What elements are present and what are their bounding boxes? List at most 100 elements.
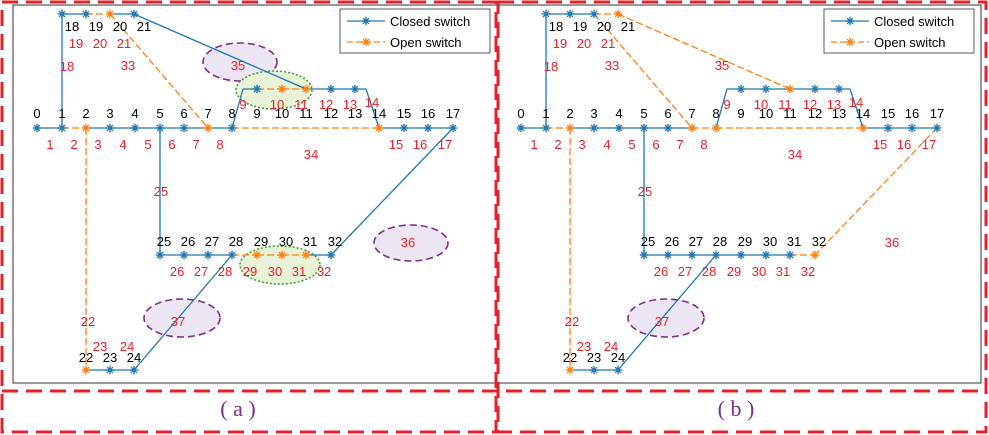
switch-marker-node-0: [516, 123, 526, 133]
branch-label-24: 24: [604, 339, 618, 354]
node-label-21: 21: [137, 19, 151, 34]
node-label-14: 14: [372, 106, 386, 121]
switch-marker-node-20: [589, 9, 599, 19]
branch-label-18: 18: [544, 59, 558, 74]
node-label-16: 16: [905, 106, 919, 121]
branch-label-36: 36: [401, 235, 415, 250]
switch-marker-node-2: [81, 123, 91, 133]
branch-label-12: 12: [319, 97, 333, 112]
switch-marker-node-21: [129, 9, 139, 19]
legend-open-label: Open switch: [874, 35, 946, 50]
branch-label-13: 13: [827, 97, 841, 112]
branch-label-27: 27: [678, 264, 692, 279]
node-label-32: 32: [328, 234, 342, 249]
node-label-25: 25: [157, 234, 171, 249]
branch-label-35: 35: [715, 58, 729, 73]
switch-marker-node-12: [810, 84, 820, 94]
caption-a: ( a ): [220, 396, 255, 421]
branch-37: [133, 254, 233, 371]
branch-label-34: 34: [304, 147, 318, 162]
branch-label-1: 1: [46, 137, 53, 152]
switch-marker-node-24: [613, 365, 623, 375]
node-label-9: 9: [737, 106, 744, 121]
legend-closed-marker: [845, 16, 855, 26]
switch-marker-node-13: [834, 84, 844, 94]
ellipse-37: [143, 298, 221, 338]
branch-label-25: 25: [638, 184, 652, 199]
branch-label-4: 4: [119, 137, 126, 152]
node-label-4: 4: [131, 106, 138, 121]
branch-label-16: 16: [413, 137, 427, 152]
branch-label-2: 2: [70, 137, 77, 152]
switch-marker-node-29: [252, 250, 262, 260]
branch-label-14: 14: [365, 95, 379, 110]
switch-marker-node-32: [326, 250, 336, 260]
node-label-7: 7: [204, 106, 211, 121]
switch-marker-node-10: [761, 84, 771, 94]
branch-label-23: 23: [577, 339, 591, 354]
branch-label-30: 30: [752, 264, 766, 279]
switch-marker-node-6: [179, 123, 189, 133]
branch-9: [231, 88, 257, 129]
switch-markers: [32, 9, 458, 375]
node-label-19: 19: [89, 19, 103, 34]
node-label-13: 13: [832, 106, 846, 121]
node-label-26: 26: [665, 234, 679, 249]
node-label-27: 27: [205, 234, 219, 249]
switch-marker-node-31: [785, 250, 795, 260]
branch-label-9: 9: [239, 97, 246, 112]
branch-label-31: 31: [292, 264, 306, 279]
switch-marker-node-20: [105, 9, 115, 19]
branch-label-33: 33: [605, 58, 619, 73]
branch-33: [593, 13, 693, 129]
switch-marker-node-5: [155, 123, 165, 133]
node-label-23: 23: [587, 350, 601, 365]
switch-marker-node-3: [589, 123, 599, 133]
branch-label-22: 22: [565, 314, 579, 329]
node-label-28: 28: [229, 234, 243, 249]
node-label-13: 13: [348, 106, 362, 121]
branch-label-33: 33: [121, 58, 135, 73]
switch-marker-node-30: [761, 250, 771, 260]
branch-label-2: 2: [554, 137, 561, 152]
branch-label-17: 17: [922, 137, 936, 152]
switch-marker-node-2: [565, 123, 575, 133]
node-label-24: 24: [611, 350, 625, 365]
branch-label-11: 11: [778, 97, 792, 112]
switch-marker-node-28: [711, 250, 721, 260]
switch-marker-node-28: [227, 250, 237, 260]
node-label-24: 24: [127, 350, 141, 365]
branch-label-14: 14: [849, 95, 863, 110]
node-label-21: 21: [621, 19, 635, 34]
node-label-10: 10: [759, 106, 773, 121]
branch-label-35: 35: [231, 58, 245, 73]
node-label-3: 3: [590, 106, 597, 121]
branch-label-31: 31: [776, 264, 790, 279]
branch-label-17: 17: [438, 137, 452, 152]
switch-marker-node-15: [883, 123, 893, 133]
switch-marker-node-31: [301, 250, 311, 260]
branch-33: [109, 13, 209, 129]
switch-marker-node-16: [907, 123, 917, 133]
switch-marker-node-14: [858, 123, 868, 133]
node-label-22: 22: [563, 350, 577, 365]
switch-marker-node-7: [687, 123, 697, 133]
caption-b: ( b ): [718, 396, 755, 421]
node-label-28: 28: [713, 234, 727, 249]
switch-marker-node-3: [105, 123, 115, 133]
node-label-1: 1: [542, 106, 549, 121]
branch-label-10: 10: [754, 97, 768, 112]
switch-marker-node-17: [932, 123, 942, 133]
node-label-0: 0: [517, 106, 524, 121]
branch-label-27: 27: [194, 264, 208, 279]
branch-label-26: 26: [654, 264, 668, 279]
switch-marker-node-4: [130, 123, 140, 133]
node-label-4: 4: [615, 106, 622, 121]
node-label-14: 14: [856, 106, 870, 121]
branch-label-29: 29: [727, 264, 741, 279]
